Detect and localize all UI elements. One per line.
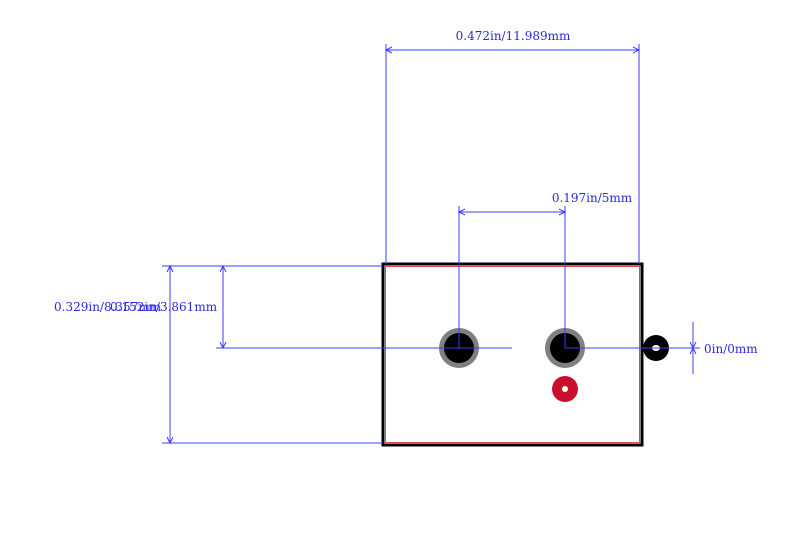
dimension-label-pin-offset-right: 0in/0mm <box>704 342 758 356</box>
dimension-pitch: 0.197in/5mm <box>457 191 633 348</box>
dimension-overall-width: 0.472in/11.989mm <box>384 29 641 264</box>
dimension-pin-offset-right: 0in/0mm <box>565 322 758 374</box>
courtyard-outline <box>385 266 640 443</box>
dimension-label-pin-offset: 0.152in/3.861mm <box>110 300 218 314</box>
polarity-marker <box>552 376 578 402</box>
dimension-pin-offset: 0.152in/3.861mm <box>110 264 512 350</box>
dimension-overall-height: 0.329in/8.357mm <box>54 264 383 445</box>
dimension-label-pitch: 0.197in/5mm <box>552 191 633 205</box>
dimension-label-overall-height: 0.329in/8.357mm <box>54 300 162 314</box>
dimension-label-overall-width: 0.472in/11.989mm <box>456 29 571 43</box>
component-outline <box>381 262 644 447</box>
